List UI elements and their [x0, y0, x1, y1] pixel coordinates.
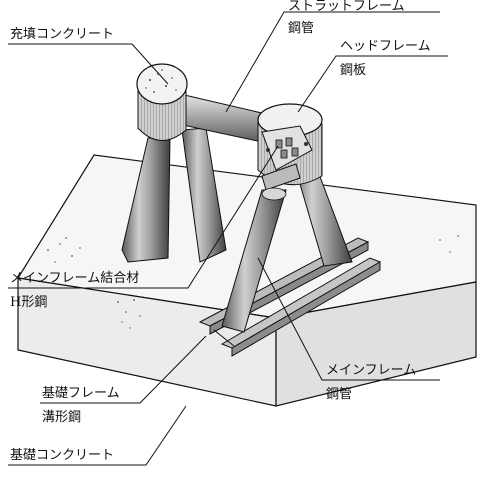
leader-lines	[8, 11, 448, 466]
label-main-frame-joint: メインフレーム結合材	[10, 271, 140, 286]
label-strut-material: 鋼管	[288, 21, 315, 36]
leader-base-frame	[40, 335, 207, 404]
main-frame-leg-front-right	[221, 187, 287, 333]
base-concrete-block	[17, 154, 477, 407]
label-joint-material: H形鋼	[10, 295, 48, 310]
label-base-frame: 基礎フレーム	[42, 386, 120, 401]
label-main-material: 鋼管	[326, 387, 353, 402]
head-frame-plate	[257, 103, 323, 186]
label-strut-frame: ストラットフレーム	[288, 0, 405, 14]
leader-strut-frame	[225, 11, 440, 113]
main-frame-joint-h-beam	[261, 163, 301, 191]
leader-main-frame	[257, 257, 440, 381]
filled-concrete-head	[136, 63, 188, 141]
label-head-material: 鋼板	[340, 63, 367, 78]
leader-head-frame	[297, 55, 448, 113]
label-base-material: 溝形鋼	[42, 410, 82, 425]
label-head-frame: ヘッドフレーム	[340, 39, 431, 54]
label-filled-concrete: 充填コンクリート	[10, 27, 115, 42]
label-main-frame: メインフレーム	[326, 363, 417, 378]
label-base-concrete: 基礎コンクリート	[10, 448, 115, 463]
leader-filled-concrete	[8, 43, 169, 85]
leader-main-frame-joint	[8, 145, 279, 289]
leader-base-concrete	[8, 405, 187, 466]
